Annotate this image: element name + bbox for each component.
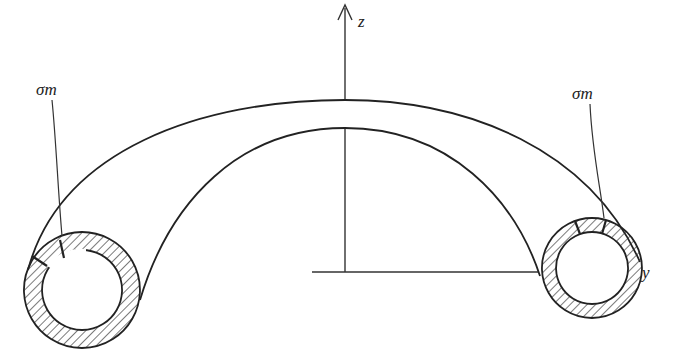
right-cut-line: [602, 220, 606, 234]
leader-line: [590, 104, 604, 218]
right-section: [542, 218, 642, 318]
z-axis: [344, 8, 345, 272]
left-cut-line: [32, 256, 47, 266]
z-arrow: [338, 5, 352, 20]
stress-label: σm: [570, 84, 595, 103]
axis-label: y: [640, 263, 652, 282]
stress-label: σm: [34, 80, 59, 99]
left-section: [24, 232, 140, 348]
axis-label: z: [356, 12, 367, 31]
left-cut: [47, 249, 86, 278]
inner-arc: [140, 128, 540, 300]
leader-line: [52, 100, 62, 236]
right-cut-line: [575, 221, 580, 234]
left-cut-line: [60, 240, 64, 258]
